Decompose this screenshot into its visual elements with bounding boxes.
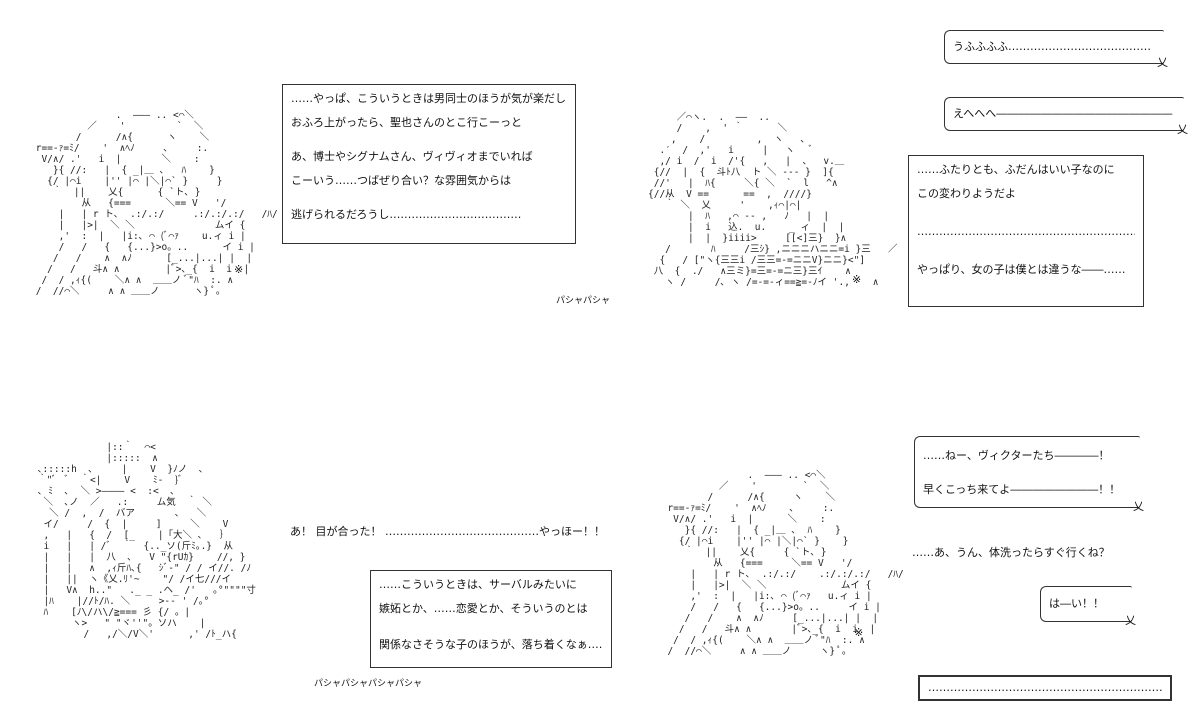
narration-line [379,621,603,633]
splash-sfx-1: パシャパシャ [556,296,611,306]
narration-line: こーいう……つばぜり合い？な雰囲気からは [291,174,511,187]
narration-line: 嫉妬とか、……恋愛とか、そういうのとは [379,602,588,615]
ascii-art-character-1: . ――― .. <⌒＼ ／ ' ` ＼ / /∧{ ヽ ＼ r==-ｧ=ﾐ/ … [35,110,278,297]
narration-line: ……ふたりとも、ふだんはいい子なのに [917,163,1115,176]
kome-mark-1: ※ [234,263,244,276]
narration-line: おふろ上がったら、聖也さんのとこ行こーっと [291,116,522,129]
narration-line: 逃げられるだろうし……………………………… [291,208,522,221]
bubble-text: えへへへ―――――――――――――――― [953,107,1173,120]
narration-line [291,193,567,203]
splash-sfx-3: パシャパシャパシャパシャ [314,679,423,689]
bubble-tail-icon: 乂 [1133,500,1144,513]
speech-bubble-1: うふふふふ………………………………… 乂 [944,30,1168,69]
reply-text-4: ……あ、うん、体洗ったらすぐ行くね？ [912,546,1110,559]
speech-text-3: あ！ 目が合った！ ……………………………………やっほー！！ [290,525,605,538]
speech-bubble-3: ……ねー、ヴィクターたち――――！ 早くこっち来てよ――――――――！！ 乂 [914,436,1144,513]
narration-line [291,135,567,145]
ascii-art-character-3: |::｀ ⌒< |::::: ∧ ､:::::h ､ | V }ﾉノ ､ ｀"ﾞ… [37,442,256,640]
bubble-text: うふふふふ………………………………… [953,40,1151,53]
kome-mark-4: ※ [854,626,864,639]
bubble-text: ……ねー、ヴィクターたち――――！ [923,449,1110,462]
bubble-text: は―い！！ [1049,597,1104,610]
narration-line: ……………………………………………………………… [928,681,1162,694]
narration-line: ……こういうときは、サーバルみたいに [379,578,577,591]
ascii-art-character-4: . ――― .. <⌒＼ ／ ' ` ＼ / /∧{ ヽ ＼ r==-ｧ=ﾐ/ … [667,470,904,657]
ascii-art-character-2: ／⌒ヽ. . ―― .. / , ' ｀ ＼ , / , ヽ ､ .′ / ,'… [648,112,898,288]
narration-line: この変わりようだよ [917,187,1016,200]
narration-box-1: ……やっぱ、こういうときは男同士のほうが気が楽だし おふろ上がったら、聖也さんの… [282,84,576,244]
bubble-tail-icon: 乂 [1157,56,1168,69]
narration-line: やっぱり、女の子は僕とは違うな――…… [917,263,1126,276]
narration-box-2: ……ふたりとも、ふだんはいい子なのに この変わりようだよ ……………………………… [908,155,1144,307]
narration-line [917,244,1135,258]
narration-line [917,206,1135,220]
speech-bubble-2: えへへへ―――――――――――――――― 乂 [944,97,1188,136]
bubble-tail-icon: 乂 [1125,614,1136,627]
narration-line: あ、博士やシグナムさん、ヴィヴィオまでいれば [291,150,533,163]
narration-box-4: ……………………………………………………………… [918,675,1172,701]
speech-bubble-4: は―い！！ 乂 [1040,586,1136,627]
kome-mark-2: ※ [852,273,862,286]
bubble-text: 早くこっち来てよ――――――――！！ [923,483,1121,496]
narration-line: ……………………………………………………… [917,225,1135,238]
narration-line: 関係なさそうな子のほうが、落ち着くなぁ…… [379,638,603,651]
narration-line: ……やっぱ、こういうときは男同士のほうが気が楽だし [291,92,566,105]
bubble-tail-icon: 乂 [1177,123,1188,136]
narration-box-3: ……こういうときは、サーバルみたいに 嫉妬とか、……恋愛とか、そういうのとは 関… [370,570,612,668]
